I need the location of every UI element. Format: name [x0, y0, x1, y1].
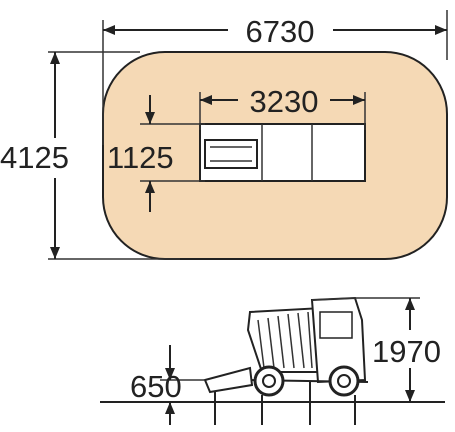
low-height-label: 650: [130, 369, 182, 404]
overall-length-label: 6730: [246, 14, 315, 49]
overall-width-label: 4125: [0, 140, 69, 175]
elevation-view: 650 1970: [100, 296, 445, 425]
dim-overall-length: 6730: [102, 10, 448, 145]
dim-overall-width: 4125: [0, 51, 180, 260]
unit-length-label: 3230: [250, 84, 319, 119]
dim-low-height: 650: [130, 345, 205, 425]
dim-unit-width: 1125: [107, 95, 205, 212]
vehicle-footprint: [199, 123, 366, 182]
high-height-label: 1970: [372, 334, 441, 369]
dim-high-height: 1970: [355, 297, 441, 402]
plan-view: 6730 4125 3230: [0, 10, 448, 260]
truck-illustration: [203, 296, 369, 425]
unit-width-label: 1125: [107, 140, 174, 175]
